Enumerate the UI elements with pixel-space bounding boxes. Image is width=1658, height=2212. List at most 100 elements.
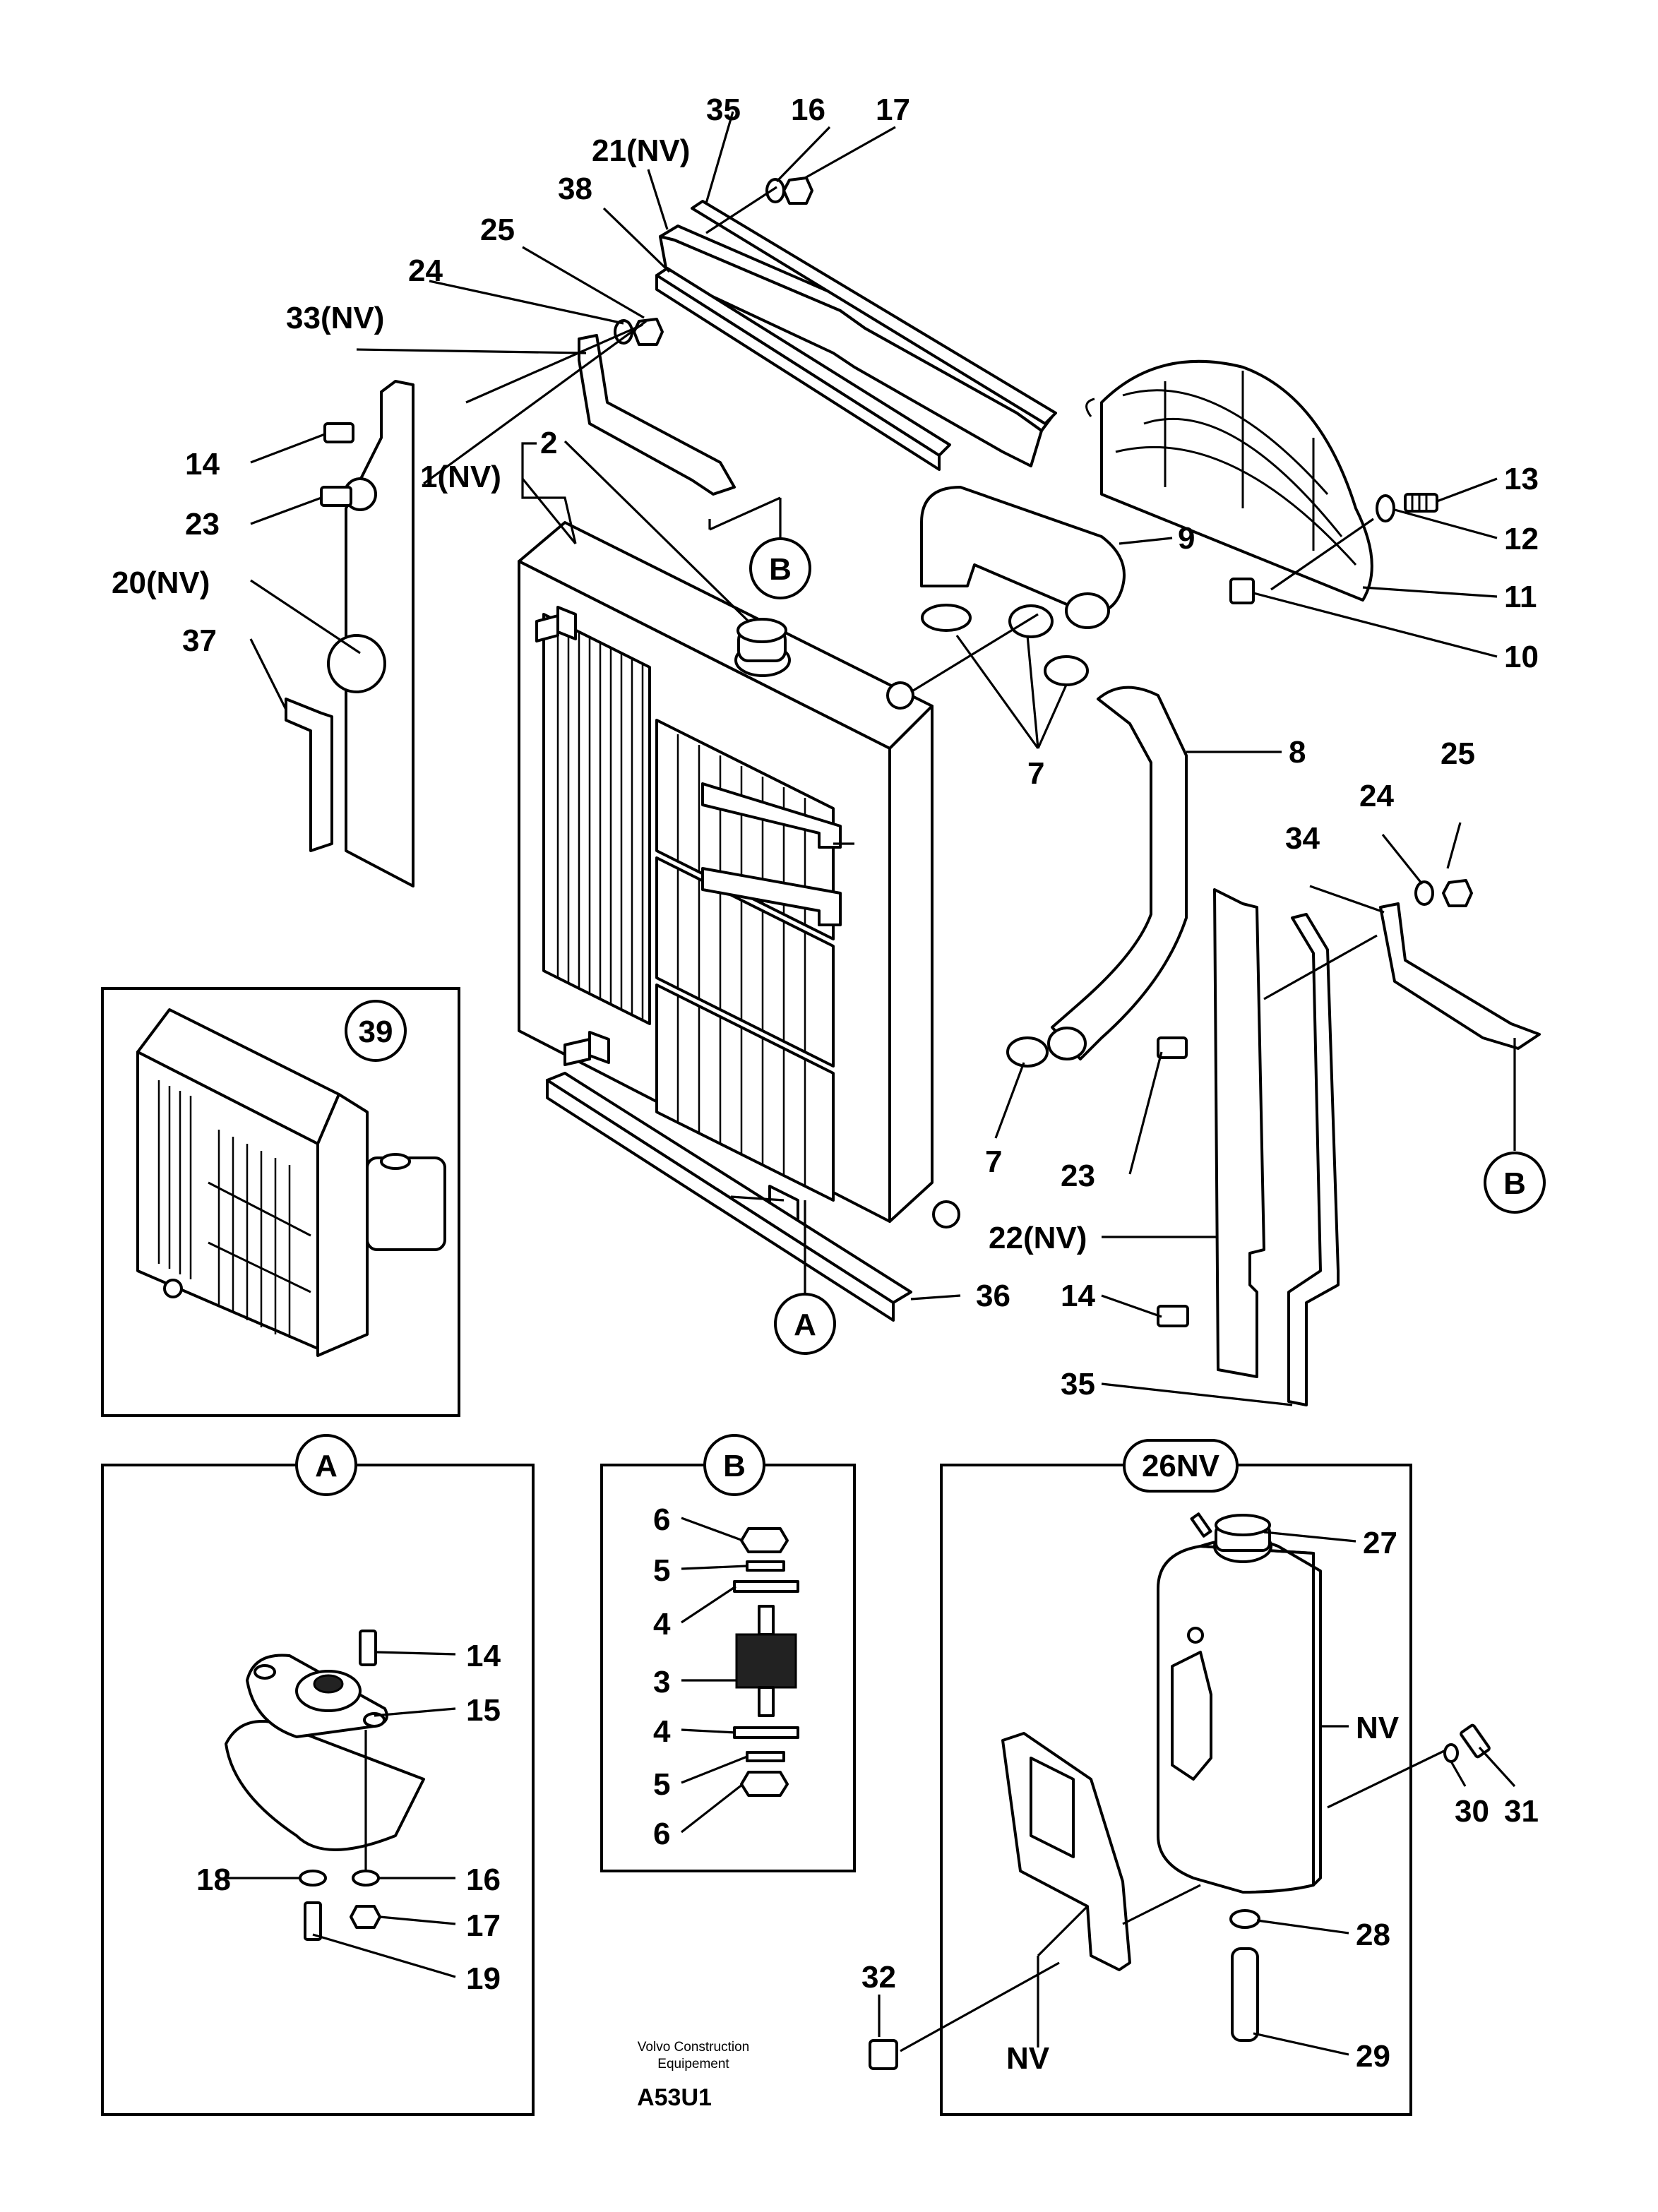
leader-lines — [249, 111, 1516, 1406]
clip-32 — [869, 2039, 898, 2070]
label-22nv: 22(NV) — [989, 1221, 1087, 1255]
washer-30 — [1443, 1743, 1459, 1763]
main-part-labels: 35 16 17 21(NV) 38 25 24 33(NV) 14 23 20… — [112, 92, 1539, 1401]
callout-a-inset: A — [295, 1434, 357, 1496]
label-7-top: 7 — [1027, 756, 1044, 791]
detail-26nv-labels: 27 NV 30 31 28 29 32 NV — [861, 1526, 1539, 2076]
label-17-top: 17 — [876, 92, 910, 127]
assembly-lines — [423, 186, 1378, 1000]
callout-b-inset: B — [703, 1434, 765, 1496]
label-30: 30 — [1455, 1794, 1489, 1829]
label-35-right: 35 — [1061, 1367, 1095, 1401]
label-b-5-bottom: 5 — [653, 1767, 670, 1802]
label-23-left: 23 — [185, 507, 220, 542]
label-37: 37 — [182, 623, 217, 658]
label-nv-bracket: NV — [1006, 2041, 1050, 2076]
label-a-17: 17 — [466, 1908, 501, 1943]
washer-12 — [1376, 494, 1395, 522]
hose-9 — [920, 486, 1126, 629]
label-12: 12 — [1504, 522, 1539, 556]
stay-rod-33 — [578, 334, 736, 496]
expansion-tank-27 — [1157, 1512, 1322, 1894]
label-7-bottom: 7 — [985, 1144, 1002, 1179]
label-b-3: 3 — [653, 1665, 670, 1699]
label-a-18: 18 — [196, 1863, 231, 1897]
detail-26nv-leaders — [878, 1531, 1516, 2056]
label-33nv: 33(NV) — [286, 301, 384, 335]
view-39-radiator — [136, 1008, 446, 1357]
clamp-28 — [1229, 1909, 1260, 1929]
label-21nv: 21(NV) — [592, 133, 690, 168]
callout-26nv: 26NV — [1123, 1439, 1239, 1493]
label-28: 28 — [1356, 1918, 1390, 1952]
clip-nut-10 — [1229, 578, 1255, 604]
hose-29 — [1231, 1947, 1259, 2042]
fan-guard-11 — [1085, 359, 1373, 602]
svg-text:26NV: 26NV — [1142, 1449, 1220, 1483]
label-36: 36 — [976, 1279, 1010, 1313]
label-23-right: 23 — [1061, 1159, 1095, 1193]
svg-text:A: A — [794, 1308, 816, 1342]
label-a-19: 19 — [466, 1961, 501, 1996]
footer-drawing-code: A53U1 — [637, 2084, 712, 2111]
detail-b-mount — [733, 1527, 799, 1797]
label-11: 11 — [1504, 580, 1537, 614]
svg-text:B: B — [723, 1449, 746, 1483]
label-2: 2 — [540, 426, 557, 460]
stay-rod-34 — [1379, 902, 1541, 1050]
footer-company-line1: Volvo Construction — [638, 2040, 749, 2055]
label-b-4-bottom: 4 — [653, 1714, 671, 1749]
label-16-top: 16 — [791, 92, 825, 127]
footer-company-line2: Equipement — [657, 2057, 729, 2071]
detail-a-leaders — [226, 1651, 456, 1978]
label-13: 13 — [1504, 462, 1539, 496]
detail-b-leaders — [681, 1517, 748, 1834]
label-25-top: 25 — [480, 213, 515, 247]
label-a-15: 15 — [466, 1693, 501, 1728]
detail-b-labels: 6 5 4 3 4 5 6 — [653, 1502, 671, 1851]
svg-text:B: B — [1503, 1166, 1526, 1201]
callout-39: 39 — [345, 1000, 407, 1062]
callout-b-right: B — [1484, 1152, 1546, 1214]
label-b-5-top: 5 — [653, 1553, 670, 1588]
label-10: 10 — [1504, 640, 1539, 674]
support-bar-21 — [659, 225, 1054, 467]
label-1nv: 1(NV) — [420, 460, 501, 494]
tank-bracket — [1001, 1732, 1131, 1971]
rod-35-right — [1287, 913, 1340, 1406]
screw-13 — [1404, 493, 1438, 513]
label-nv-tank: NV — [1356, 1711, 1400, 1745]
label-14-left: 14 — [185, 447, 220, 482]
detail-a-labels: 14 15 18 16 17 19 — [196, 1639, 501, 1996]
right-bracket-22 — [1213, 888, 1265, 1378]
label-29: 29 — [1356, 2039, 1390, 2074]
detail-a-mount — [225, 1630, 425, 1941]
label-a-16: 16 — [466, 1863, 501, 1897]
label-25-right: 25 — [1441, 736, 1475, 771]
label-b-6-bottom: 6 — [653, 1817, 670, 1851]
view-39-panel — [101, 987, 460, 1417]
left-bracket-20 — [327, 380, 415, 887]
label-24-right: 24 — [1359, 779, 1394, 813]
label-24-top: 24 — [408, 253, 443, 288]
rod-35-top — [691, 200, 1057, 425]
detail-b-panel — [600, 1464, 856, 1872]
label-9: 9 — [1178, 521, 1195, 556]
rubber-profile-37 — [285, 698, 333, 852]
label-b-4-top: 4 — [653, 1607, 671, 1642]
label-8: 8 — [1289, 735, 1306, 770]
svg-text:B: B — [769, 552, 792, 587]
label-35-top: 35 — [706, 92, 741, 127]
footer: Volvo Construction Equipement A53U1 — [637, 2040, 749, 2111]
label-14-right: 14 — [1061, 1279, 1095, 1313]
label-32: 32 — [861, 1960, 896, 1995]
label-38: 38 — [558, 172, 592, 206]
label-20nv: 20(NV) — [112, 566, 210, 600]
label-34: 34 — [1285, 821, 1320, 856]
hose-clamps-7 — [921, 604, 1089, 1068]
svg-text:39: 39 — [359, 1015, 393, 1049]
label-a-14: 14 — [466, 1639, 501, 1673]
callout-a-main: A — [774, 1293, 836, 1355]
callout-b-top: B — [749, 537, 811, 599]
